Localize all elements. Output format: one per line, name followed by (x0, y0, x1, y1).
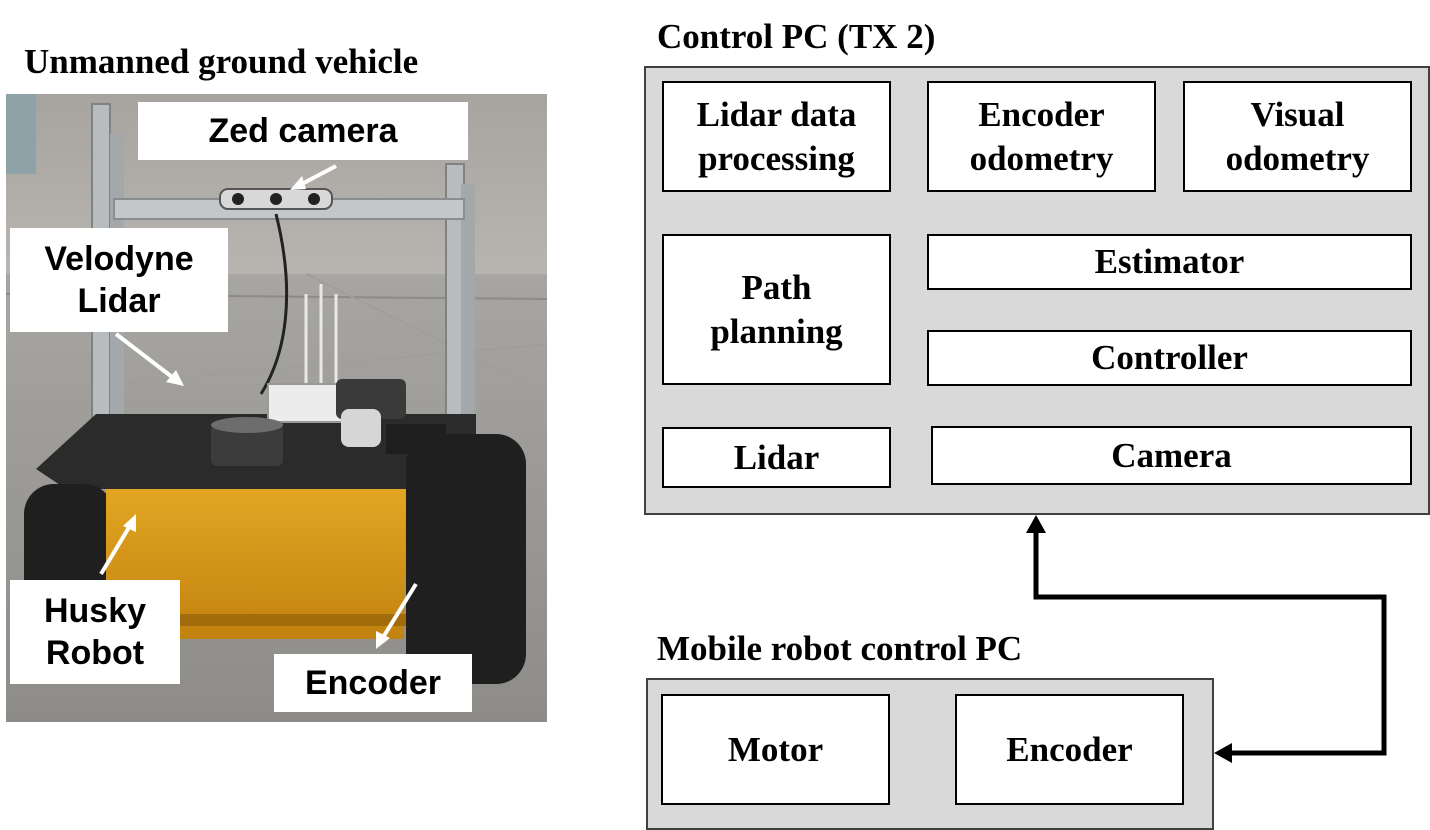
path-planning-box: Path planning (662, 234, 891, 385)
lidar-processing-box: Lidar data processing (662, 81, 891, 192)
visual-odometry-box: Visual odometry (1183, 81, 1412, 192)
mobile-pc-title: Mobile robot control PC (657, 629, 1023, 668)
controller-box: Controller (927, 330, 1412, 386)
arrowhead-left-icon (1214, 743, 1232, 763)
lidar-box: Lidar (662, 427, 891, 488)
estimator-box: Estimator (927, 234, 1412, 290)
arrowhead-up-icon (1026, 515, 1046, 533)
encoder-box: Encoder (955, 694, 1184, 805)
camera-box: Camera (931, 426, 1412, 485)
vehicle-photo: Zed camera Velodyne Lidar Husky Robot En… (6, 94, 547, 722)
encoder-odometry-box: Encoder odometry (927, 81, 1156, 192)
motor-box: Motor (661, 694, 890, 805)
husky-robot-label: Husky Robot (10, 580, 180, 684)
zed-camera-label: Zed camera (138, 102, 468, 160)
control-pc-title: Control PC (TX 2) (657, 17, 936, 56)
photo-title: Unmanned ground vehicle (24, 42, 419, 81)
velodyne-lidar-label: Velodyne Lidar (10, 228, 228, 332)
encoder-photo-label: Encoder (274, 654, 472, 712)
